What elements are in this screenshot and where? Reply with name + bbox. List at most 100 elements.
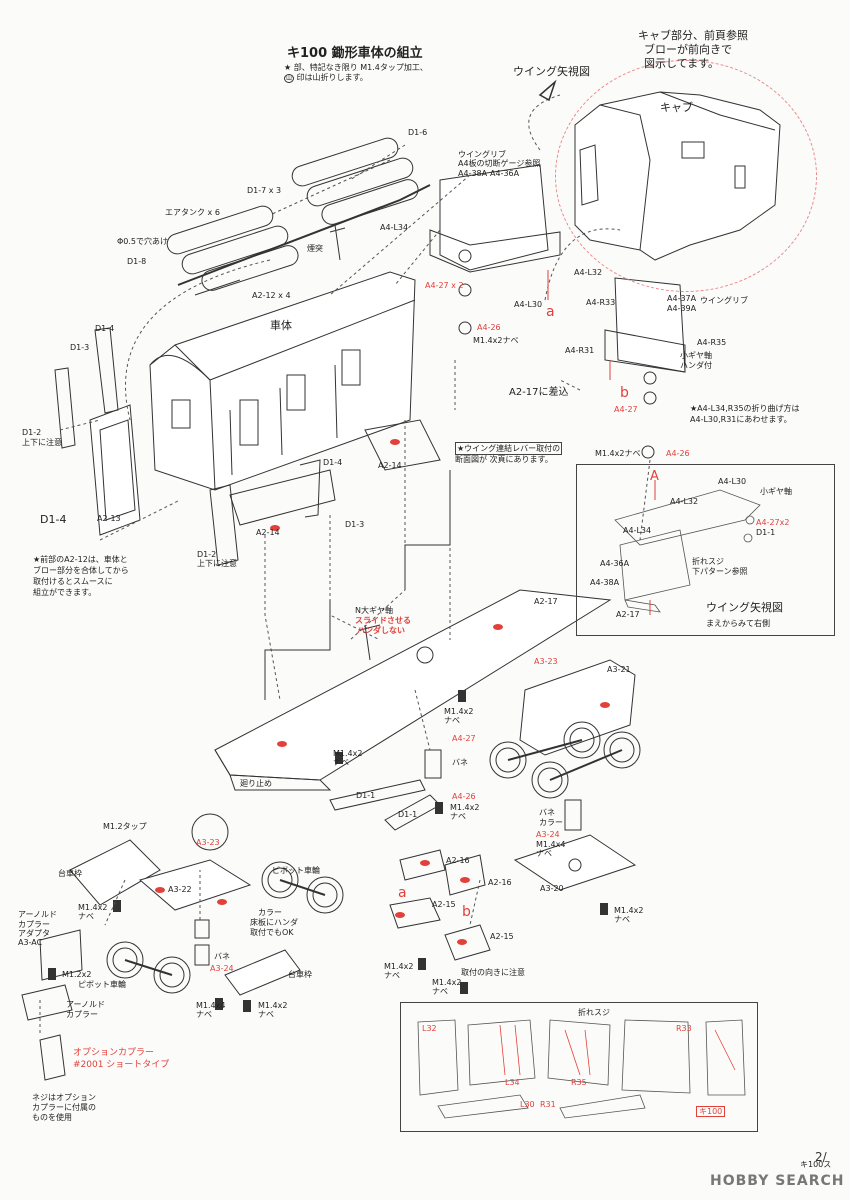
a2-12x4-label: A2-12 x 4 xyxy=(252,291,291,300)
a3-23-top-label: A3-23 xyxy=(534,657,558,666)
a2-17-insert-label: A2-17に差込 xyxy=(509,387,569,398)
collar-b-1: カラー xyxy=(258,908,282,917)
small-gear-label-2: ハンダ付 xyxy=(680,361,712,370)
a2-17-label: A2-17 xyxy=(534,597,558,606)
m14x2-g-2: ナベ xyxy=(384,971,400,980)
chimney-label: 煙突 xyxy=(307,244,323,253)
cab-note-3: 図示してます。 xyxy=(644,57,720,70)
a2-16b-label: A2-16 xyxy=(488,878,512,887)
collar-a-label: カラー xyxy=(539,818,563,827)
pattern-r31: R31 xyxy=(540,1100,556,1109)
a3-22-label: A3-22 xyxy=(168,885,192,894)
inset-a4-36a: A4-36A xyxy=(600,559,630,568)
mark-b-chassis: b xyxy=(462,904,471,920)
a3-23-left-label: A3-23 xyxy=(196,838,220,847)
spring-c-label: バネ xyxy=(214,952,230,961)
m12-tap-label: M1.2タップ xyxy=(103,822,147,831)
a2-14a-label: A2-14 xyxy=(256,528,280,537)
pattern-l30: L30 xyxy=(520,1100,535,1109)
lever-note-2: 断面図が 次頁にあります。 xyxy=(455,455,553,464)
a4-38a-label: A4-38A xyxy=(458,169,488,178)
pattern-l34: L34 xyxy=(505,1078,520,1087)
inset-a2-17: A2-17 xyxy=(616,610,640,619)
screw-note-2: カプラーに付属の xyxy=(32,1103,96,1112)
inset-a4-27x2: A4-27x2 xyxy=(756,518,790,527)
m14x2-b-1: M1.4x2 xyxy=(333,749,363,758)
a3-21-label: A3-21 xyxy=(607,665,631,674)
d1-8-label: D1-8 xyxy=(127,257,147,266)
page-sub: キ100ス xyxy=(800,1160,832,1169)
n-gear-label: N大ギヤ軸 xyxy=(355,606,393,615)
a4-26-left-label: A4-26 xyxy=(477,323,501,332)
m14x4-a-1: M1.4x4 xyxy=(536,840,566,849)
a3-24-bottom-label: A3-24 xyxy=(210,964,234,973)
cab-note-1: キャブ部分、前頁参照 xyxy=(638,29,748,42)
inset-fold-2: 下パターン参照 xyxy=(692,567,748,576)
m12x2-label: M1.2x2 xyxy=(62,970,92,979)
wing-rib-label-2: A4板の切断ゲージ参照 xyxy=(458,159,541,168)
m14x2-g-1: M1.4x2 xyxy=(384,962,414,971)
m14x2-h-1: M1.4x2 xyxy=(432,978,462,987)
cab-label: キャブ xyxy=(660,101,693,114)
d1-4c-label: D1-4 xyxy=(40,513,67,526)
d1-2b-label-2: 上下に注意 xyxy=(197,559,237,568)
valley-fold-mark: 山 xyxy=(284,74,295,83)
inset-a4-l34: A4-L34 xyxy=(623,526,652,535)
slide-note-2: ハンダしない xyxy=(357,626,405,635)
inset-a-mark: A xyxy=(650,469,659,484)
m14x2-a-2: ナベ xyxy=(444,716,460,725)
m14x2-e-1: M1.4x2 xyxy=(614,906,644,915)
cab-highlight-circle xyxy=(555,60,817,292)
fold-pattern-box xyxy=(400,1002,758,1132)
d1-2a-label-1: D1-2 xyxy=(22,428,42,437)
collar-b-2: 床板にハンダ xyxy=(250,918,298,927)
fold-note-1: ★A4-L34,R35の折り曲げ方は xyxy=(690,404,800,413)
m14x2-d-2: ナベ xyxy=(78,912,94,921)
a4-26-right-label: A4-26 xyxy=(666,449,690,458)
page-title: キ100 鋤形車体の組立 xyxy=(287,46,423,61)
screw-note-3: ものを使用 xyxy=(32,1113,72,1122)
m14x4-b-1: M1.4x4 xyxy=(196,1001,226,1010)
arnold-coupler-1: アーノルド xyxy=(66,1000,106,1009)
page-number: 2/ xyxy=(815,1150,827,1164)
a2-14b-label: A2-14 xyxy=(378,461,402,470)
d1-2a-label-2: 上下に注意 xyxy=(22,438,62,447)
inset-title: ウイング矢視図 xyxy=(706,601,783,614)
header-note-2: 山 印は山折りします。 xyxy=(284,73,368,83)
a4-39a-label: A4-39A xyxy=(667,304,697,313)
a2-13-label: A2-13 xyxy=(97,514,121,523)
a4-27x2-label: A4-27 x 2 xyxy=(425,281,464,290)
m14x2-e-2: ナベ xyxy=(614,915,630,924)
d1-7x3-label: D1-7 x 3 xyxy=(247,186,282,195)
pattern-badge: キ100 xyxy=(696,1106,726,1118)
a4-l32-label: A4-L32 xyxy=(574,268,603,277)
d1-3b-label: D1-3 xyxy=(345,520,365,529)
a4-r31-label: A4-R31 xyxy=(565,346,595,355)
inset-a4-l30: A4-L30 xyxy=(718,477,747,486)
m14x2-c-1: M1.4x2 xyxy=(450,803,480,812)
wing-view-top-label: ウイング矢視図 xyxy=(513,65,590,78)
rotation-stop-label: 廻り止め xyxy=(240,779,272,788)
fold-note-2: A4-L30,R31にあわせます。 xyxy=(690,415,792,424)
front-note-3: 取付けるとスムースに xyxy=(33,577,113,586)
direction-note-label: 取付の向きに注意 xyxy=(461,968,525,977)
m14x2-f-1: M1.4x2 xyxy=(258,1001,288,1010)
spring-b-label: バネ xyxy=(539,808,555,817)
lever-note-1: ★ウイング連結レバー取付の xyxy=(455,442,563,456)
screw-note-1: ネジはオプション xyxy=(32,1093,96,1102)
m14x2-b-2: ナベ xyxy=(333,758,349,767)
arnold-adapter-2: カプラー xyxy=(18,920,50,929)
arnold-coupler-2: カプラー xyxy=(66,1010,98,1019)
option-coupler-2: #2001 ショートタイプ xyxy=(73,1060,170,1070)
cab-note-2: ブローが前向きで xyxy=(644,43,732,56)
pivot-wheel-b-label: ピボット車輪 xyxy=(78,980,126,989)
slide-note-1: スライドさせる xyxy=(355,616,411,625)
wing-rib-label-1: ウイングリブ xyxy=(458,150,506,159)
m14x4-a-2: ナベ xyxy=(536,849,552,858)
a3-24-top-label: A3-24 xyxy=(536,830,560,839)
a4-27-right-label: A4-27 xyxy=(614,405,638,414)
spring-a-label: バネ xyxy=(452,758,468,767)
pivot-wheel-a-label: ピボット車輪 xyxy=(272,866,320,875)
a4-r35-label: A4-R35 xyxy=(697,338,727,347)
